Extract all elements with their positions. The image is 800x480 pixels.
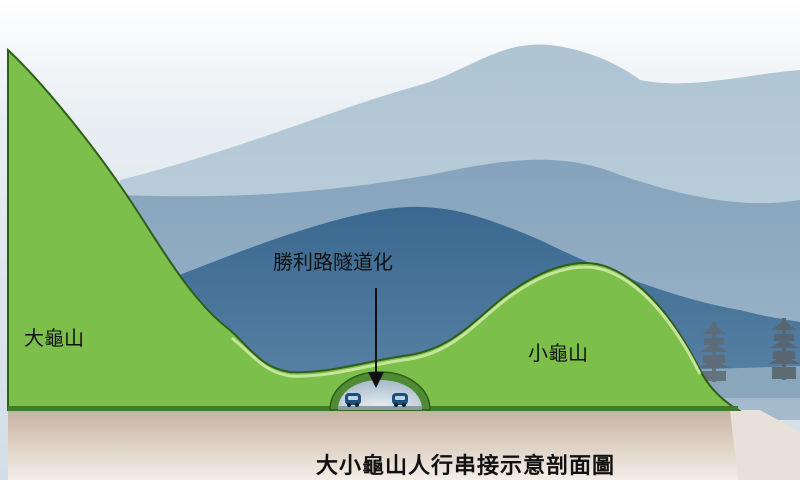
diagram-caption: 大小龜山人行串接示意剖面圖 bbox=[316, 454, 616, 479]
hill-rim bbox=[231, 265, 702, 378]
road bbox=[338, 406, 422, 410]
down-arrow-icon bbox=[368, 288, 384, 388]
embankment bbox=[730, 410, 800, 480]
pagoda-icon bbox=[768, 318, 800, 380]
green-hills bbox=[7, 47, 742, 411]
small-mountain-label: 小龜山 bbox=[528, 341, 588, 365]
big-mountain-label: 大龜山 bbox=[24, 326, 84, 350]
tunnel-label: 勝利路隧道化 bbox=[273, 250, 393, 274]
pagoda-icon bbox=[698, 322, 730, 382]
ground bbox=[8, 410, 738, 480]
car-icon bbox=[392, 393, 408, 407]
car-icon bbox=[345, 393, 361, 407]
